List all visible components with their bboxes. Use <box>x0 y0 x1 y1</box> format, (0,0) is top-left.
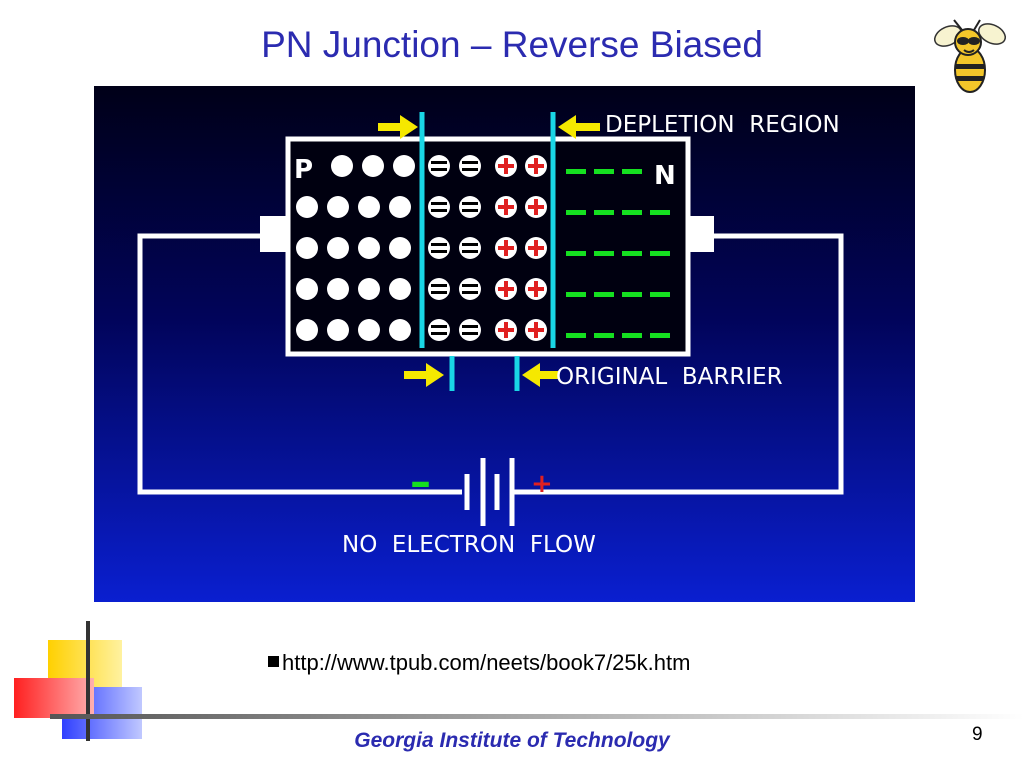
negative-ion-icon <box>459 155 481 177</box>
electron-icon <box>650 251 670 256</box>
bullet-square-icon <box>268 656 279 667</box>
hole-icon <box>362 155 384 177</box>
negative-ion-icon <box>459 196 481 218</box>
electron-icon <box>594 333 614 338</box>
page-number: 9 <box>972 724 983 745</box>
hole-icon <box>327 319 349 341</box>
electron-icon <box>622 210 642 215</box>
pn-junction-diagram: DEPLETION REGION ORIGINAL BARRIER P N NO… <box>94 86 915 602</box>
negative-ion-icon <box>428 155 450 177</box>
electron-icon <box>566 169 586 174</box>
hole-icon <box>296 196 318 218</box>
electron-icon <box>566 333 586 338</box>
positive-ion-icon <box>495 155 517 177</box>
battery-icon <box>464 458 515 526</box>
battery-positive-sign: + <box>531 469 553 499</box>
slide-title: PN Junction – Reverse Biased <box>261 24 763 65</box>
p-region-label: P <box>294 155 313 185</box>
arrow-right-icon <box>378 115 418 139</box>
electron-icon <box>622 292 642 297</box>
negative-ion-icon <box>428 278 450 300</box>
electron-icon <box>566 292 586 297</box>
negative-ion-icon <box>428 237 450 259</box>
electron-icon <box>622 251 642 256</box>
positive-ion-icon <box>525 319 547 341</box>
electron-icon <box>594 169 614 174</box>
electron-icon <box>594 210 614 215</box>
deco-vertical-line <box>86 621 90 741</box>
electron-icon <box>650 292 670 297</box>
positive-ion-icon <box>495 237 517 259</box>
hole-icon <box>358 237 380 259</box>
electron-icon <box>594 292 614 297</box>
negative-ion-icon <box>459 278 481 300</box>
arrow-left-icon <box>558 115 600 139</box>
yellow-jacket-mascot-icon <box>934 19 1006 93</box>
positive-ion-icon <box>525 196 547 218</box>
footer-text: Georgia Institute of Technology <box>354 729 670 752</box>
n-region-label: N <box>654 161 676 191</box>
electron-icon <box>622 169 642 174</box>
hole-icon <box>389 278 411 300</box>
arrow-right-icon <box>404 363 444 387</box>
junction-box <box>285 136 691 357</box>
positive-ion-icon <box>495 278 517 300</box>
carrier-grid <box>296 155 670 341</box>
hole-icon <box>358 196 380 218</box>
hole-icon <box>296 278 318 300</box>
positive-ion-icon <box>525 237 547 259</box>
deco-red-square <box>14 678 94 718</box>
hole-icon <box>358 319 380 341</box>
electron-icon <box>594 251 614 256</box>
electron-icon <box>566 251 586 256</box>
right-terminal <box>688 216 714 252</box>
arrow-left-icon <box>522 363 558 387</box>
negative-ion-icon <box>459 237 481 259</box>
reference-link[interactable]: http://www.tpub.com/neets/book7/25k.htm <box>282 650 691 675</box>
electron-icon <box>650 333 670 338</box>
hole-icon <box>389 319 411 341</box>
electron-icon <box>622 333 642 338</box>
electron-icon <box>566 210 586 215</box>
positive-ion-icon <box>495 196 517 218</box>
hole-icon <box>389 196 411 218</box>
positive-ion-icon <box>495 319 517 341</box>
hole-icon <box>331 155 353 177</box>
negative-ion-icon <box>428 196 450 218</box>
no-electron-flow-label: NO ELECTRON FLOW <box>342 532 596 558</box>
slide-decoration <box>14 621 1024 741</box>
hole-icon <box>389 237 411 259</box>
positive-ion-icon <box>525 278 547 300</box>
battery-negative-sign: – <box>410 457 431 506</box>
circuit-wire <box>137 233 844 495</box>
hole-icon <box>327 237 349 259</box>
original-barrier-label: ORIGINAL BARRIER <box>556 364 783 390</box>
hole-icon <box>358 278 380 300</box>
reference-bullet: http://www.tpub.com/neets/book7/25k.htm <box>268 650 690 676</box>
hole-icon <box>296 237 318 259</box>
left-terminal <box>260 216 288 252</box>
positive-ion-icon <box>525 155 547 177</box>
hole-icon <box>393 155 415 177</box>
deco-horizontal-line <box>50 714 1024 719</box>
depletion-region-label: DEPLETION REGION <box>605 112 840 138</box>
electron-icon <box>650 210 670 215</box>
negative-ion-icon <box>428 319 450 341</box>
hole-icon <box>327 278 349 300</box>
hole-icon <box>327 196 349 218</box>
negative-ion-icon <box>459 319 481 341</box>
hole-icon <box>296 319 318 341</box>
